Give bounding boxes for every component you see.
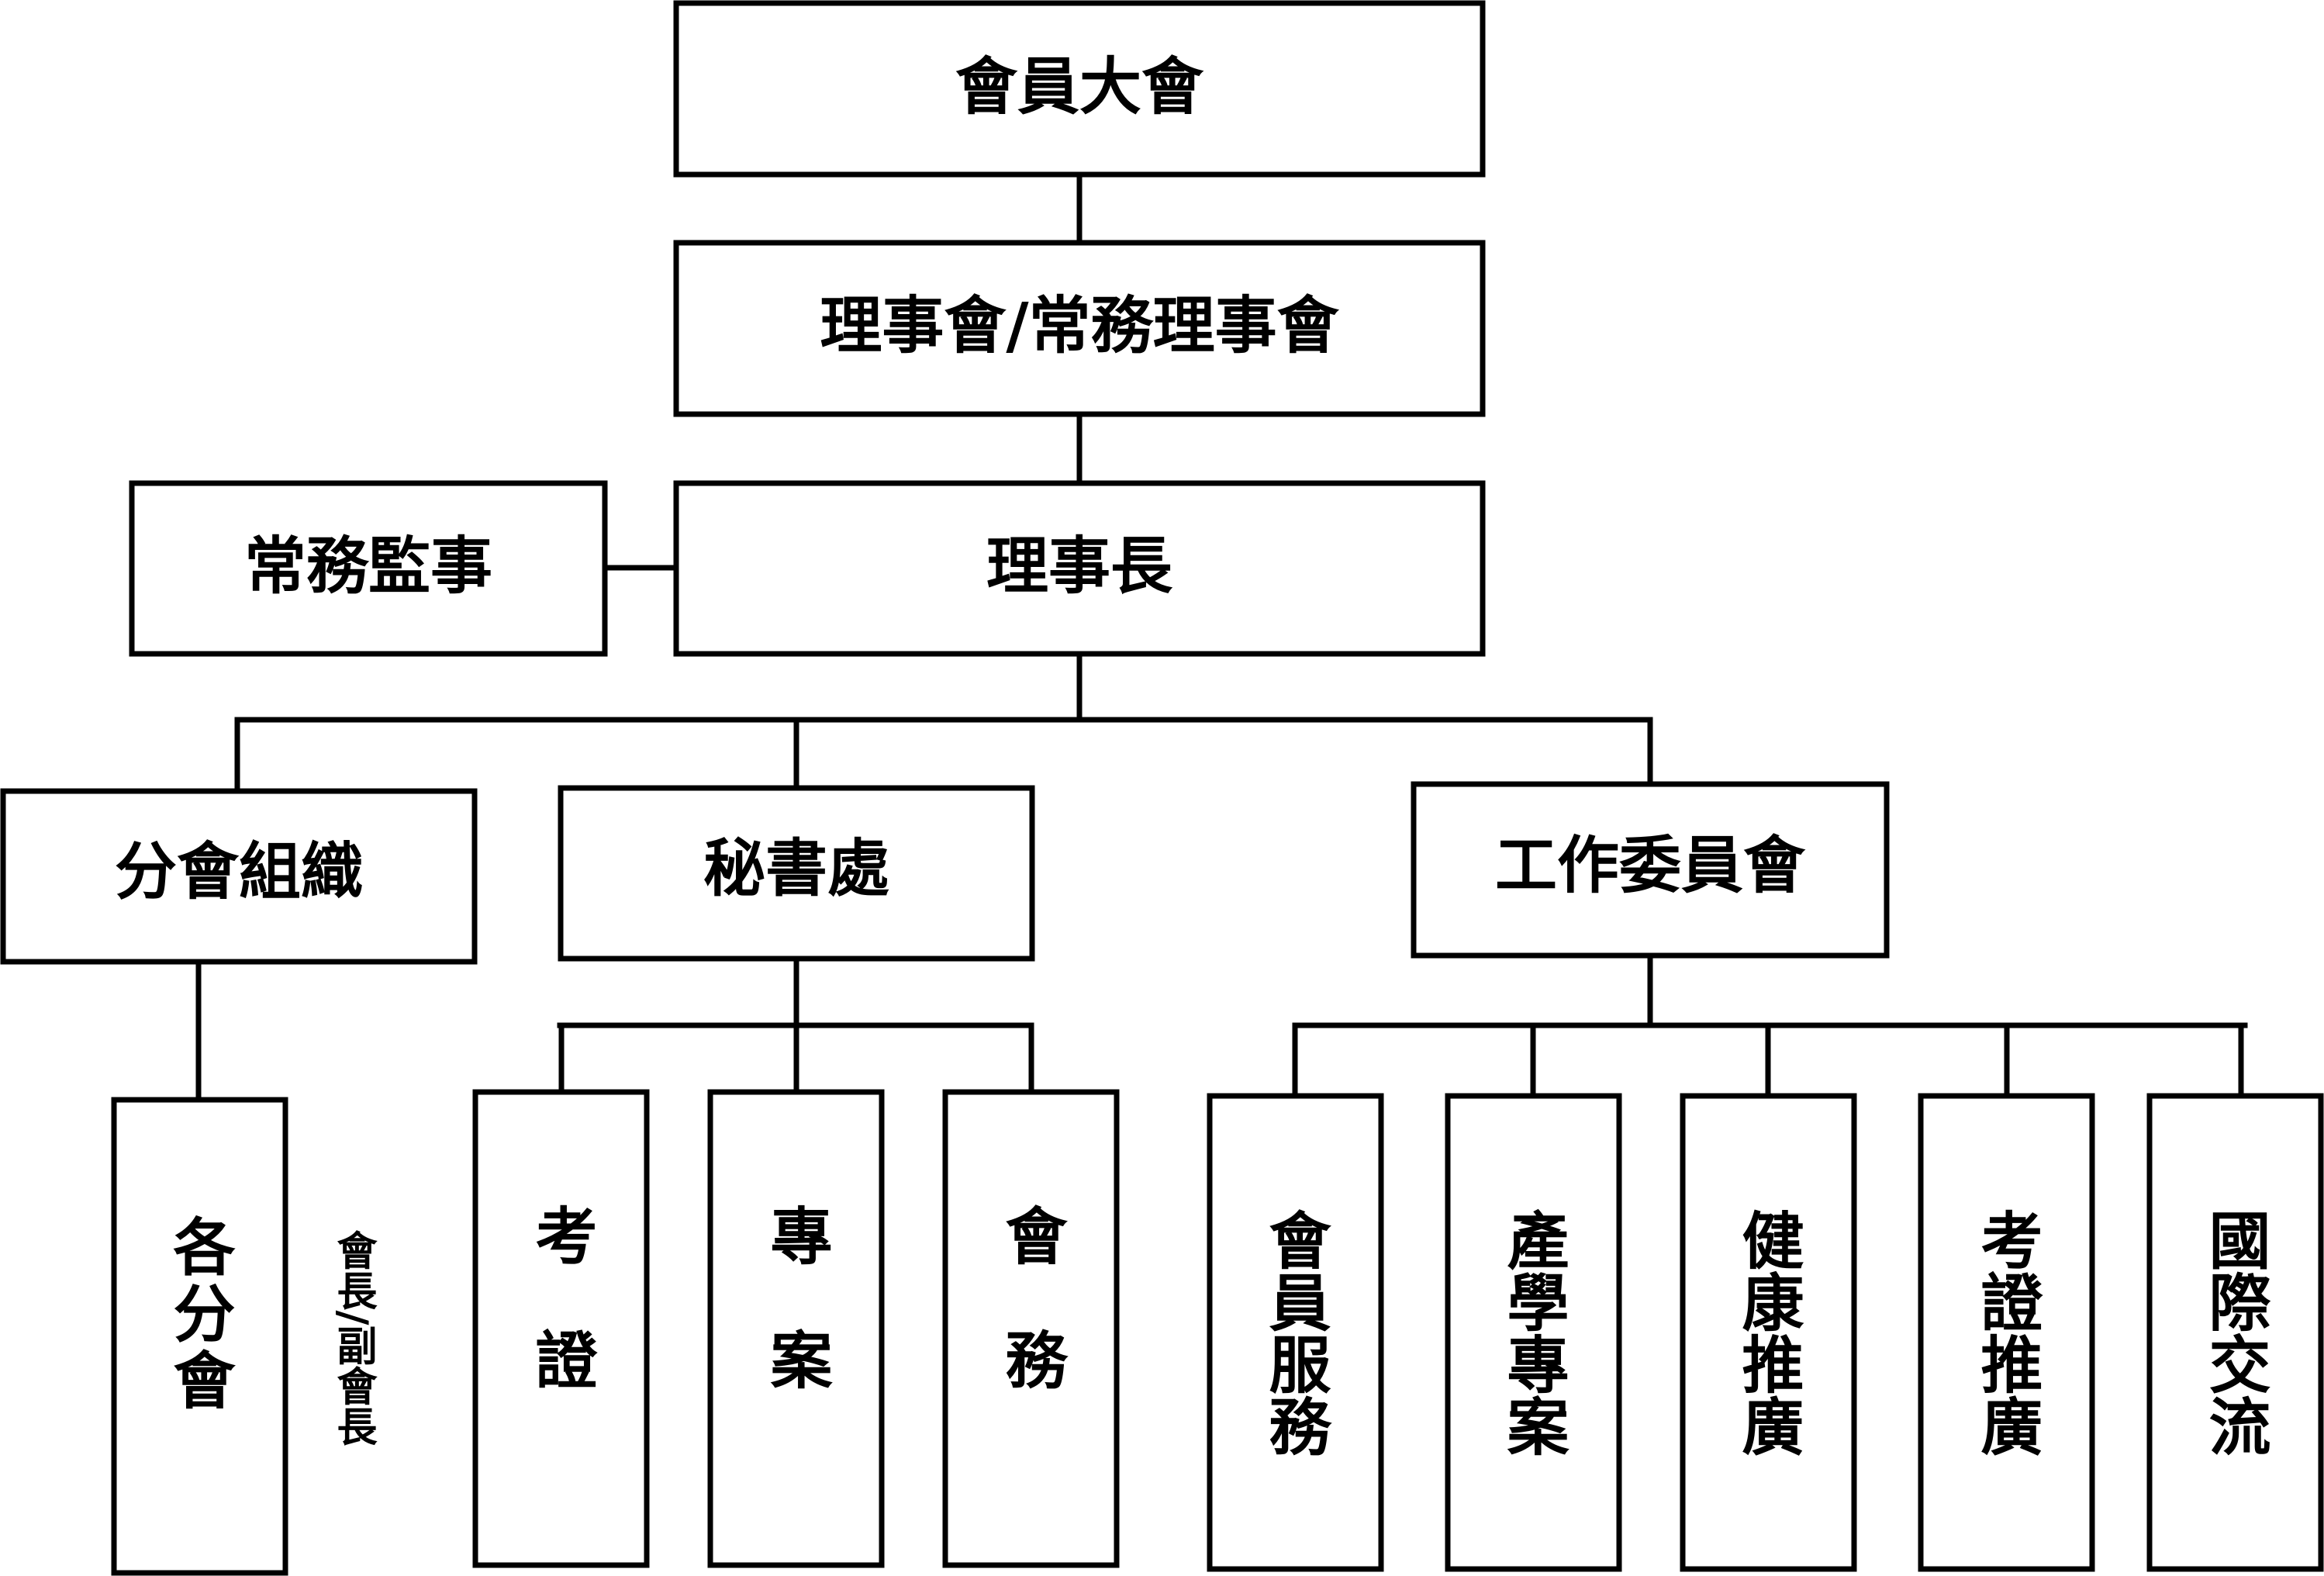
node-box <box>472 1089 650 1568</box>
node-chairman: 理事長 <box>673 480 1486 657</box>
node-committee: 工作委員會 <box>1411 781 1890 959</box>
node-label: 秘書處 <box>703 833 889 905</box>
node-box <box>673 480 1486 657</box>
node-intl-exchange: 國際交流 <box>2146 1093 2324 1572</box>
branch-leader-note: 會長/副會長 <box>330 1229 377 1446</box>
node-box <box>558 785 1035 962</box>
node-box <box>673 240 1486 417</box>
node-general-assembly: 會員大會 <box>673 0 1486 178</box>
node-box <box>942 1089 1120 1568</box>
node-box <box>111 1097 288 1576</box>
node-branches: 各分會 <box>111 1097 288 1576</box>
node-box <box>1680 1093 1857 1572</box>
node-label: 分會組織 <box>115 836 363 908</box>
node-label: 會員服務 <box>1259 1208 1331 1457</box>
node-exam-promotion: 考證推廣 <box>1918 1093 2095 1572</box>
node-affairs: 會務 <box>942 1089 1120 1568</box>
node-label: 會員大會 <box>955 51 1204 123</box>
node-label: 產學專案 <box>1497 1208 1569 1457</box>
node-member-service: 會員服務 <box>1207 1093 1384 1572</box>
node-box <box>1207 1093 1384 1572</box>
node-box <box>1918 1093 2095 1572</box>
node-label: 各分會 <box>164 1215 236 1415</box>
node-box <box>1445 1093 1622 1572</box>
node-branch-org: 分會組織 <box>0 788 478 965</box>
node-label: 國際交流 <box>2199 1208 2271 1457</box>
node-industry-academia: 產學專案 <box>1445 1093 1622 1572</box>
node-health-promotion: 健康推廣 <box>1680 1093 1857 1572</box>
node-label: 考證推廣 <box>1971 1208 2043 1457</box>
node-supervisor: 常務監事 <box>129 480 608 657</box>
node-label: 會務 <box>996 1204 1068 1452</box>
connectors <box>195 171 2248 1103</box>
node-box <box>1411 781 1890 959</box>
node-board: 理事會/常務理事會 <box>673 240 1486 417</box>
node-label: 理事會/常務理事會 <box>820 290 1339 362</box>
node-label: 健康推廣 <box>1732 1208 1804 1457</box>
node-label: 工作委員會 <box>1495 830 1806 902</box>
node-box <box>707 1089 885 1568</box>
node-box <box>129 480 608 657</box>
node-box <box>0 788 478 965</box>
node-project: 專案 <box>707 1089 885 1568</box>
node-secretariat: 秘書處 <box>558 785 1035 962</box>
node-box <box>673 0 1486 178</box>
node-label: 常務監事 <box>244 531 492 603</box>
node-label: 理事長 <box>986 531 1173 603</box>
node-exam: 考證 <box>472 1089 650 1568</box>
node-label: 專案 <box>761 1204 833 1452</box>
node-label: 考證 <box>526 1204 598 1452</box>
node-box <box>2146 1093 2324 1572</box>
